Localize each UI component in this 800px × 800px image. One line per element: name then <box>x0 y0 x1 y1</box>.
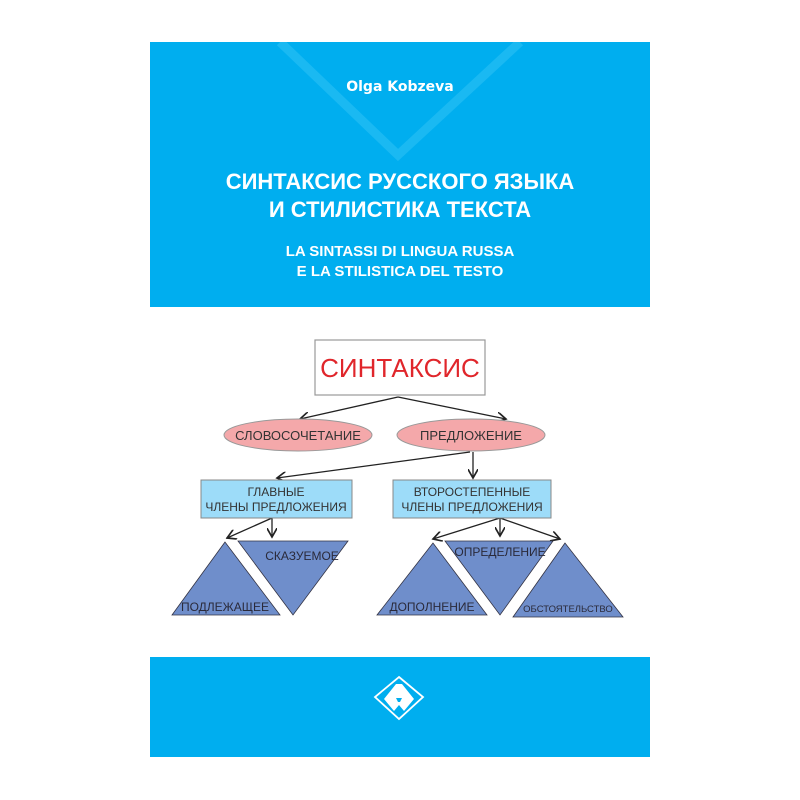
member-triangles <box>171 540 624 618</box>
member-label: ПОДЛЕЖАЩЕЕ <box>181 600 269 614</box>
triangle-podlezhashchee <box>171 541 281 616</box>
node-main-members: ГЛАВНЫЕ ЧЛЕНЫ ПРЕДЛОЖЕНИЯ <box>200 479 353 519</box>
node-label: ВТОРОСТЕПЕННЫЕ <box>414 485 531 499</box>
title-ru-line-1: СИНТАКСИС РУССКОГО ЯЗЫКА <box>225 169 575 194</box>
cover-top-panel: Olga Kobzeva СИНТАКСИС РУССКОГО ЯЗЫКА И … <box>150 42 650 307</box>
node-label: ГЛАВНЫЕ <box>248 485 305 499</box>
title-it-line-1: LA SINTASSI DI LINGUA RUSSA <box>285 243 515 260</box>
diagram-arrows <box>227 396 560 539</box>
triangle-obstoyatelstvo <box>512 542 624 618</box>
node-label: ПРЕДЛОЖЕНИЕ <box>420 428 522 443</box>
node-secondary-members: ВТОРОСТЕПЕННЫЕ ЧЛЕНЫ ПРЕДЛОЖЕНИЯ <box>392 479 552 519</box>
cover-bottom-panel <box>150 657 650 757</box>
author-name: Olga Kobzeva <box>346 79 454 95</box>
node-label: СЛОВОСОЧЕТАНИЕ <box>235 428 361 443</box>
node-label: ЧЛЕНЫ ПРЕДЛОЖЕНИЯ <box>401 500 542 514</box>
member-label: ОПРЕДЕЛЕНИЕ <box>454 545 545 559</box>
member-label: ДОПОЛНЕНИЕ <box>389 600 474 614</box>
root-label: СИНТАКСИС <box>320 353 480 383</box>
publisher-logo-icon <box>373 675 425 721</box>
node-slovosochetanie: СЛОВОСОЧЕТАНИЕ <box>223 418 373 452</box>
triangle-dopolnenie <box>376 542 488 616</box>
triangle-opredelenie <box>444 540 554 616</box>
node-label: ЧЛЕНЫ ПРЕДЛОЖЕНИЯ <box>205 500 346 514</box>
triangle-skazuemoe <box>237 540 349 616</box>
title-ru-line-2: И СТИЛИСТИКА ТЕКСТА <box>268 197 532 222</box>
title-it-line-2: E LA STILISTICA DEL TESTO <box>296 263 504 280</box>
member-label: ОБСТОЯТЕЛЬСТВО <box>523 604 613 615</box>
decorative-v-shape <box>276 42 524 162</box>
node-predlozhenie: ПРЕДЛОЖЕНИЕ <box>396 418 546 452</box>
member-label: СКАЗУЕМОЕ <box>265 549 339 563</box>
root-node: СИНТАКСИС <box>314 339 486 396</box>
title-italian: LA SINTASSI DI LINGUA RUSSA E LA STILIST… <box>150 242 650 282</box>
title-russian: СИНТАКСИС РУССКОГО ЯЗЫКА И СТИЛИСТИКА ТЕ… <box>150 168 650 224</box>
